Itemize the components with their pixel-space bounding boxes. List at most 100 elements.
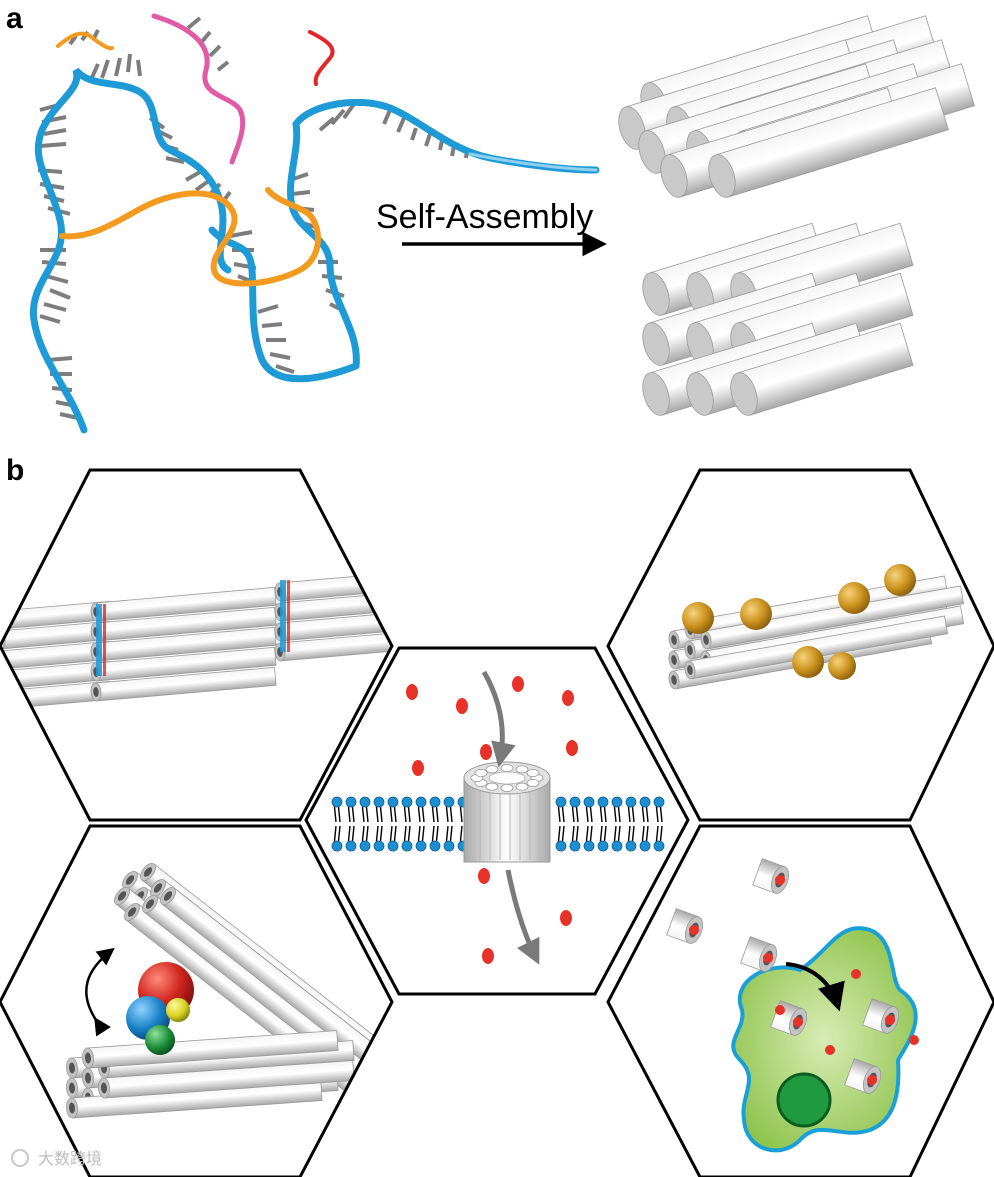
lipid-head — [639, 840, 651, 852]
nanotube — [862, 998, 900, 1034]
panel-b-letter: b — [6, 454, 24, 487]
cargo-molecule — [562, 690, 574, 706]
cargo-molecule — [512, 676, 524, 692]
nanotube — [740, 936, 778, 972]
lipid-head — [443, 840, 455, 852]
lipid-head — [359, 796, 371, 808]
base-pair-ticks — [37, 16, 469, 420]
panel-a-letter: a — [6, 2, 23, 35]
lipid-head — [611, 796, 623, 808]
nanotube — [82, 1030, 339, 1069]
nanotube — [98, 1060, 355, 1099]
lipid-head — [401, 796, 413, 808]
nanotube — [666, 908, 704, 944]
gold-particle — [682, 602, 714, 634]
cargo-molecule — [482, 948, 494, 964]
lipid-head — [345, 840, 357, 852]
hex-membrane-channel — [304, 646, 690, 996]
cell-nucleus — [776, 1072, 832, 1128]
nanotube — [66, 1080, 323, 1119]
junction-strand-red — [287, 580, 290, 652]
cargo-molecule — [560, 910, 572, 926]
nanotube-bundle-square — [642, 222, 914, 416]
nanotube — [90, 666, 277, 702]
lipid-head — [387, 840, 399, 852]
cargo-dot — [909, 1035, 919, 1045]
dna-strand-pink — [151, 13, 246, 165]
lipid-head — [415, 840, 427, 852]
flux-arrow-in — [481, 670, 516, 768]
lipid-head — [429, 796, 441, 808]
nanotube — [844, 1058, 882, 1094]
lipid-head — [345, 796, 357, 808]
cargo-dot — [825, 1045, 835, 1055]
hexagon-top-left — [0, 468, 394, 822]
dna-strand-orange-small — [56, 31, 114, 51]
hex-mechanical-hinge — [66, 863, 392, 1119]
gold-particle — [828, 652, 856, 680]
uptake-arrow — [785, 962, 845, 1012]
junction-strand-blue — [96, 604, 102, 676]
rotation-arrow — [85, 947, 115, 1037]
lipid-head — [443, 796, 455, 808]
lipid-head — [373, 796, 385, 808]
lipid-head — [653, 840, 665, 852]
lipid-head — [415, 796, 427, 808]
cargo-dot — [851, 969, 861, 979]
cargo-molecule — [478, 868, 490, 884]
dna-strand-red — [308, 30, 335, 86]
gold-particle — [792, 646, 824, 678]
green-sphere — [145, 1025, 175, 1055]
junction-strand-red — [103, 604, 106, 676]
lipid-head — [373, 840, 385, 852]
lipid-head — [597, 840, 609, 852]
lipid-head — [569, 796, 581, 808]
lipid-head — [401, 840, 413, 852]
lipid-head — [597, 796, 609, 808]
hexagon-bottom-right — [606, 824, 994, 1177]
nanotube — [752, 858, 790, 894]
dna-strand-orange — [59, 187, 321, 287]
flux-arrow-out — [505, 869, 540, 965]
lipid-head — [387, 796, 399, 808]
nanotube-bundle-honeycomb — [618, 15, 975, 198]
cargo-molecule — [480, 744, 492, 760]
lipid-head — [555, 840, 567, 852]
hexagon-top-right — [606, 468, 994, 822]
cargo-molecule — [406, 684, 418, 700]
cargo-molecule — [566, 740, 578, 756]
lipid-head — [331, 840, 343, 852]
lipid-head — [331, 796, 343, 808]
watermark-text: 大数跨境 — [38, 1149, 102, 1168]
lipid-head — [569, 840, 581, 852]
nanotube — [700, 585, 965, 650]
cargo-molecule — [456, 698, 468, 714]
dna-strand-blue-2 — [208, 226, 360, 383]
lipid-head — [611, 840, 623, 852]
gold-particle — [740, 598, 772, 630]
lipid-head — [625, 840, 637, 852]
dna-strand-network — [29, 13, 600, 434]
lipid-head — [359, 840, 371, 852]
gold-particle — [884, 564, 916, 596]
lipid-head — [583, 796, 595, 808]
hexagon-bottom-left — [0, 824, 394, 1177]
dna-strand-tail — [468, 152, 598, 172]
nanotube — [708, 87, 949, 198]
lipid-head — [429, 840, 441, 852]
watermark-logo-icon — [11, 1149, 29, 1167]
hex-gold-nanoparticles — [668, 564, 965, 690]
gold-particle — [838, 582, 870, 614]
dna-strand-blue-1 — [29, 67, 232, 434]
nanotube — [274, 571, 392, 602]
yellow-sphere — [166, 998, 190, 1022]
lipid-head — [583, 840, 595, 852]
nanotube — [730, 322, 914, 416]
cargo-molecule — [412, 760, 424, 776]
junction-strand-blue — [280, 580, 286, 652]
lipid-head — [625, 796, 637, 808]
cargo-dot — [775, 1005, 785, 1015]
hex-cellular-delivery — [666, 858, 919, 1153]
lipid-head — [639, 796, 651, 808]
